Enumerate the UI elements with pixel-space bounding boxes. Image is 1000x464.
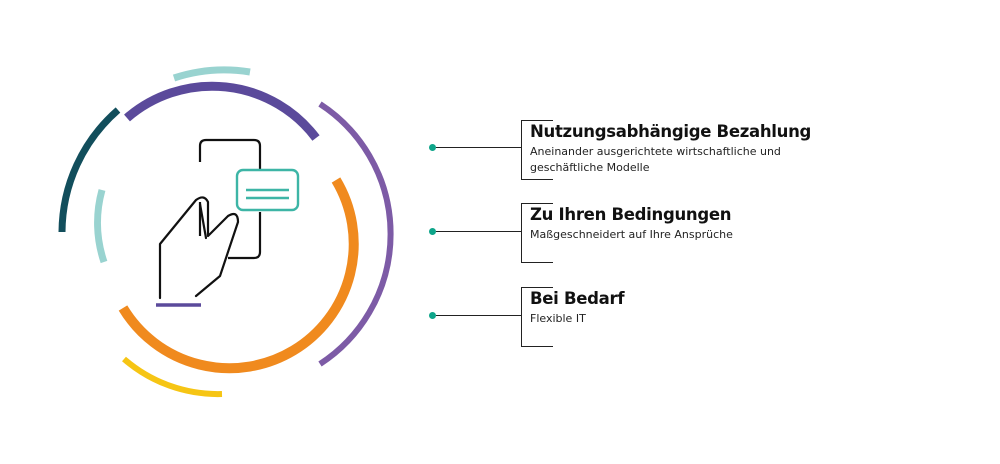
bracket xyxy=(521,287,553,347)
bullet-dot xyxy=(429,228,436,235)
arc-teal-light-left xyxy=(94,189,108,264)
connector-line xyxy=(436,147,522,148)
connector-line xyxy=(436,315,522,316)
feature-pay-per-use: Nutzungsabhängige Bezahlung Aneinander a… xyxy=(420,120,890,184)
feature-description: Maßgeschneidert auf Ihre Ansprüche xyxy=(530,228,733,241)
arc-orange xyxy=(118,177,359,374)
credit-card-icon xyxy=(235,168,300,212)
arc-teal-light-top xyxy=(172,66,251,82)
feature-title: Nutzungsabhängige Bezahlung xyxy=(530,122,812,141)
hand-icon xyxy=(158,196,240,300)
arc-yellow-bottom xyxy=(122,356,223,398)
feature-your-terms: Zu Ihren Bedingungen Maßgeschneidert auf… xyxy=(420,203,890,267)
arc-teal-dark xyxy=(58,107,121,233)
payment-illustration xyxy=(58,66,394,398)
feature-description: Aneinander ausgerichtete wirtschaftliche… xyxy=(530,145,781,174)
bullet-dot xyxy=(429,144,436,151)
feature-on-demand: Bei Bedarf Flexible IT xyxy=(420,287,890,351)
bracket xyxy=(521,203,553,263)
feature-title: Zu Ihren Bedingungen xyxy=(530,205,732,224)
connector-line xyxy=(436,231,522,232)
arc-purple-top xyxy=(124,81,320,141)
arc-violet-right xyxy=(318,101,394,367)
feature-title: Bei Bedarf xyxy=(530,289,625,308)
bracket xyxy=(521,120,553,180)
bullet-dot xyxy=(429,312,436,319)
feature-description: Flexible IT xyxy=(530,312,586,325)
